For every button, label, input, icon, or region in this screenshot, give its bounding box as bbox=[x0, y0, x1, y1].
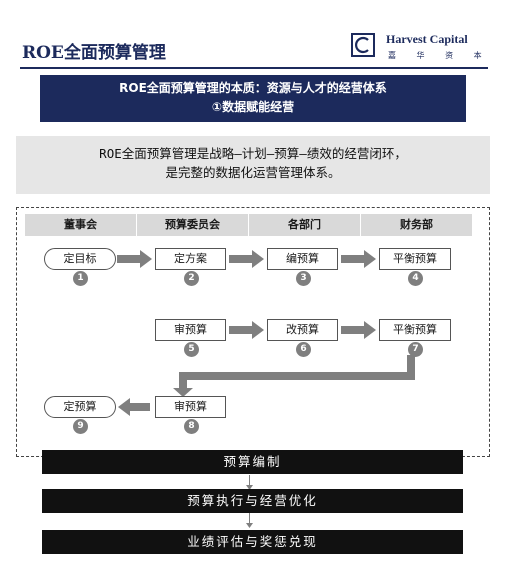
logo-name: Harvest Capital bbox=[386, 32, 468, 46]
step-box-9: 定预算 bbox=[44, 396, 116, 418]
step-box-8: 审预算 bbox=[155, 396, 226, 418]
process-bar-execution-optimization: 预算执行与经营优化 bbox=[42, 489, 463, 513]
summary-line-1: ROE全面预算管理是战略—计划—预算—绩效的经营闭环， bbox=[99, 146, 407, 161]
logo-subtitle: 嘉 华 资 本 bbox=[388, 51, 491, 60]
step-box-2: 定方案 bbox=[155, 248, 226, 270]
step-number-9: 9 bbox=[73, 419, 88, 434]
step-box-5: 审预算 bbox=[155, 319, 226, 341]
banner: ROE全面预算管理的本质：资源与人才的经营体系 ①数据赋能经营 bbox=[40, 75, 466, 122]
step-box-7: 平衡预算 bbox=[379, 319, 451, 341]
banner-line-2: ①数据赋能经营 bbox=[211, 100, 295, 114]
summary-line-2: 是完整的数据化运营管理体系。 bbox=[165, 165, 341, 180]
page-title: ROE全面预算管理 bbox=[22, 43, 166, 63]
column-header-finance: 财务部 bbox=[360, 214, 472, 236]
logo-icon bbox=[351, 33, 375, 57]
arrow-7-8 bbox=[173, 355, 415, 397]
arrow-1-2 bbox=[117, 250, 152, 268]
process-bar-budget-preparation: 预算编制 bbox=[42, 450, 463, 474]
arrow-5-6 bbox=[229, 321, 264, 339]
step-number-4: 4 bbox=[408, 271, 423, 286]
step-number-6: 6 bbox=[296, 342, 311, 357]
arrow-2-3 bbox=[229, 250, 264, 268]
banner-line-1: ROE全面预算管理的本质：资源与人才的经营体系 bbox=[119, 81, 387, 95]
connector-bar-2-3 bbox=[249, 513, 250, 525]
column-header-row: 董事会 预算委员会 各部门 财务部 bbox=[25, 214, 472, 236]
column-header-departments: 各部门 bbox=[248, 214, 360, 236]
step-number-1: 1 bbox=[73, 271, 88, 286]
step-number-5: 5 bbox=[184, 342, 199, 357]
connector-bar-1-2 bbox=[249, 475, 250, 487]
step-box-3: 编预算 bbox=[267, 248, 338, 270]
step-number-2: 2 bbox=[184, 271, 199, 286]
arrow-3-4 bbox=[341, 250, 376, 268]
column-header-committee: 预算委员会 bbox=[136, 214, 248, 236]
summary-box: ROE全面预算管理是战略—计划—预算—绩效的经营闭环， 是完整的数据化运营管理体… bbox=[16, 136, 490, 194]
step-box-6: 改预算 bbox=[267, 319, 338, 341]
arrow-6-7 bbox=[341, 321, 376, 339]
step-number-7: 7 bbox=[408, 342, 423, 357]
column-header-board: 董事会 bbox=[64, 218, 97, 231]
arrow-8-9 bbox=[118, 398, 150, 416]
process-bar-evaluation-rewards: 业绩评估与奖惩兑现 bbox=[42, 530, 463, 554]
header-divider bbox=[20, 67, 488, 69]
step-box-4: 平衡预算 bbox=[379, 248, 451, 270]
step-number-8: 8 bbox=[184, 419, 199, 434]
step-number-3: 3 bbox=[296, 271, 311, 286]
step-box-1: 定目标 bbox=[44, 248, 116, 270]
